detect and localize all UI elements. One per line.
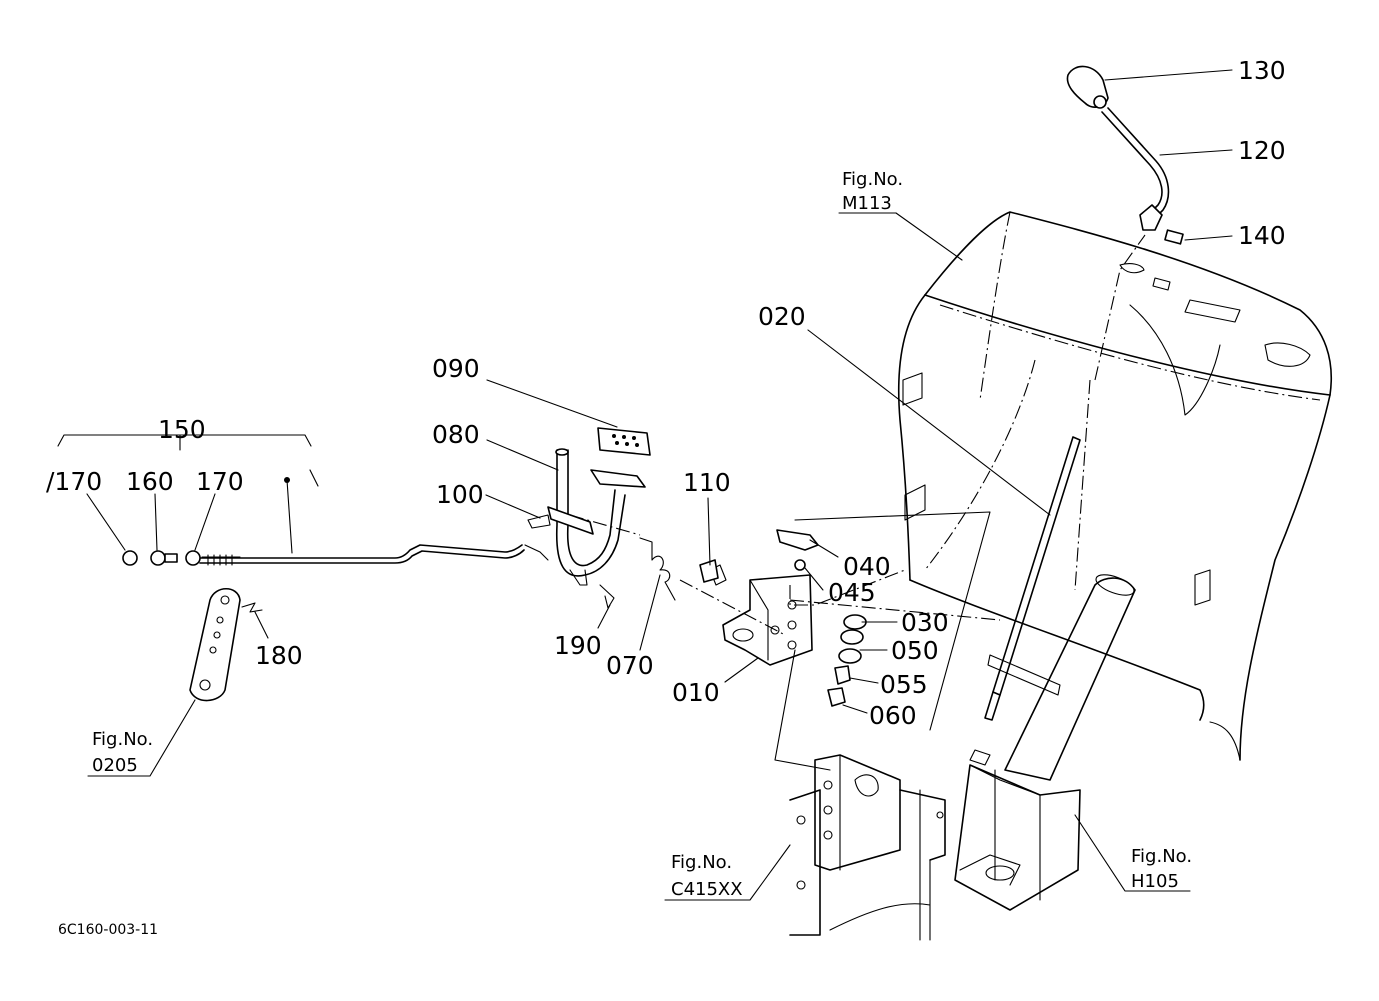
fig-ref-number: C415XX <box>671 879 743 900</box>
callout-170-left: /170 <box>46 467 102 496</box>
lever-knob <box>1066 65 1109 109</box>
figure-reference-c415xx: Fig.No. C415XX <box>671 852 743 900</box>
callout-050: 050 <box>891 636 939 665</box>
steering-column <box>954 574 1136 911</box>
callout-060: 060 <box>869 701 917 730</box>
lever-pivot <box>1139 204 1184 245</box>
callout-045: 045 <box>828 578 876 607</box>
callout-110: 110 <box>683 468 731 497</box>
callout-090: 090 <box>432 354 480 383</box>
fig-ref-number: 0205 <box>92 755 138 776</box>
callout-010: 010 <box>672 678 720 707</box>
fig-ref-number: M113 <box>842 193 892 214</box>
callout-170-right: 170 <box>196 467 244 496</box>
callout-070: 070 <box>606 651 654 680</box>
fasteners <box>699 529 867 707</box>
fig-ref-number: H105 <box>1131 871 1179 892</box>
figure-reference-0205: Fig.No. 0205 <box>92 729 153 776</box>
callout-030: 030 <box>901 608 949 637</box>
drawing-code: 6C160-003-11 <box>58 922 158 938</box>
callout-080: 080 <box>432 420 480 449</box>
lever-plate <box>189 587 263 702</box>
spring-070 <box>639 537 676 601</box>
guide-lines <box>569 511 1001 771</box>
callout-130: 130 <box>1238 56 1286 85</box>
callout-180: 180 <box>255 641 303 670</box>
rod-150 <box>122 477 551 566</box>
fig-ref-title: Fig.No. <box>1131 846 1192 867</box>
leader-lines <box>57 69 1233 901</box>
dashboard-panel <box>897 211 1332 761</box>
figure-reference-h105: Fig.No. H105 <box>1131 846 1192 892</box>
callout-100: 100 <box>436 480 484 509</box>
fig-ref-title: Fig.No. <box>842 169 903 190</box>
fig-ref-title: Fig.No. <box>671 852 732 873</box>
figure-reference-m113: Fig.No. M113 <box>842 169 903 214</box>
callout-020: 020 <box>758 302 806 331</box>
callout-055: 055 <box>880 670 928 699</box>
callout-190: 190 <box>554 631 602 660</box>
callout-150: 150 <box>158 415 206 444</box>
callout-140: 140 <box>1238 221 1286 250</box>
bracket-010 <box>722 574 813 666</box>
callout-040: 040 <box>843 552 891 581</box>
rod-020 <box>984 436 1081 721</box>
fig-ref-title: Fig.No. <box>92 729 153 750</box>
callout-120: 120 <box>1238 136 1286 165</box>
pedal-080 <box>547 427 651 609</box>
shift-lever <box>1101 107 1170 221</box>
callout-160: 160 <box>126 467 174 496</box>
frame-bracket <box>789 754 946 941</box>
callout-labels: 130 120 140 020 090 080 100 110 150 /170… <box>46 56 1286 730</box>
